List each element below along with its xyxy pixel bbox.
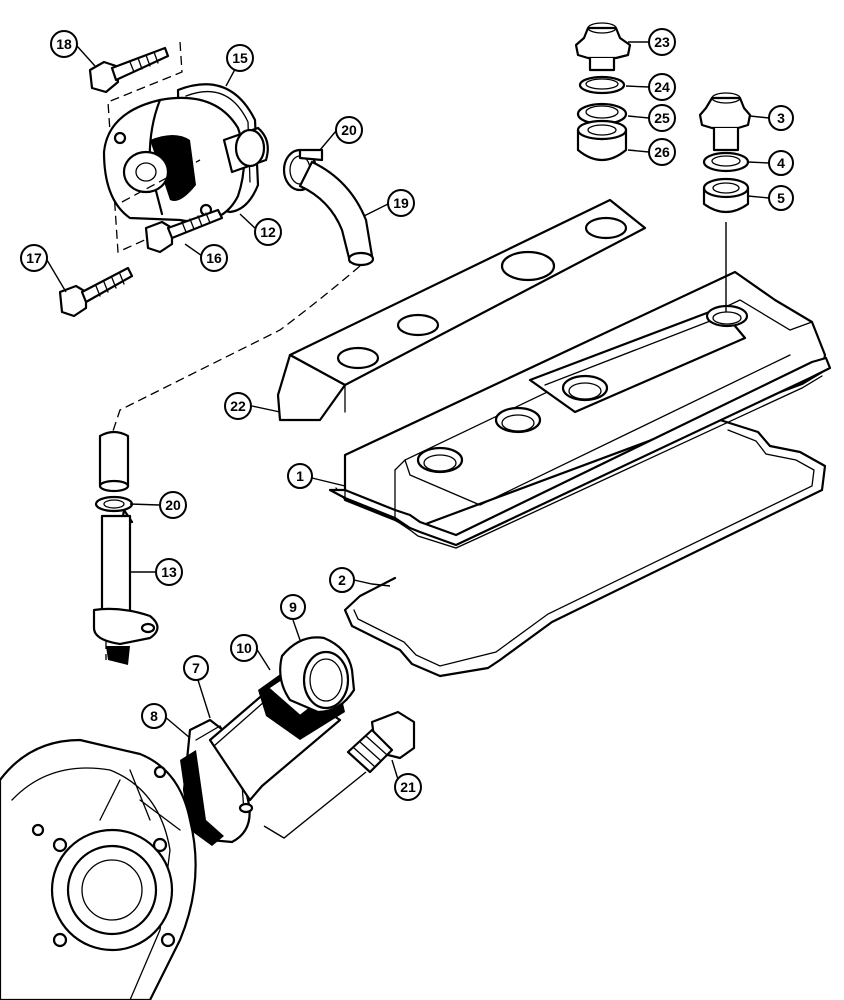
callout-22: 22 (224, 392, 252, 420)
callout-2: 2 (329, 567, 355, 593)
callout-25: 25 (648, 104, 676, 132)
svg-text:5: 5 (777, 190, 785, 206)
callout-12: 12 (254, 218, 282, 246)
bolt-17 (58, 266, 134, 318)
callout-5: 5 (768, 185, 794, 211)
callout-10: 10 (230, 634, 258, 662)
callout-13: 13 (155, 558, 183, 586)
bolt-16 (144, 208, 224, 254)
callout-15: 15 (226, 44, 254, 72)
callout-18: 18 (50, 30, 78, 58)
svg-text:8: 8 (150, 708, 158, 724)
svg-text:26: 26 (654, 144, 670, 160)
callout-9: 9 (280, 594, 306, 620)
callout-8: 8 (141, 703, 167, 729)
svg-text:15: 15 (232, 50, 248, 66)
svg-text:24: 24 (654, 79, 670, 95)
breather-tube (92, 514, 159, 665)
breather-hose-lower (98, 430, 130, 493)
rocker-cover-gasket (343, 418, 827, 678)
svg-text:18: 18 (56, 36, 72, 52)
callout-23: 23 (648, 28, 676, 56)
svg-text:10: 10 (236, 640, 252, 656)
callout-7: 7 (183, 655, 209, 681)
bolt-21 (263, 710, 416, 839)
breather-hose (109, 160, 375, 441)
callout-24: 24 (648, 73, 676, 101)
callout-20-upper: 20 (335, 116, 363, 144)
timing-housing (0, 738, 197, 1000)
svg-text:21: 21 (400, 779, 416, 795)
callout-4: 4 (768, 150, 794, 176)
bolt-18 (88, 46, 170, 94)
callout-21: 21 (394, 773, 422, 801)
callout-1: 1 (287, 463, 313, 489)
callout-19: 19 (387, 189, 415, 217)
svg-text:1: 1 (296, 468, 304, 484)
svg-text:4: 4 (777, 155, 785, 171)
oil-filler-tube (180, 636, 356, 846)
baffle-plate (276, 198, 647, 422)
svg-text:13: 13 (161, 564, 177, 580)
svg-text:9: 9 (289, 599, 297, 615)
stud-seal-stack-rear (574, 22, 632, 162)
svg-text:17: 17 (26, 250, 42, 266)
callout-26: 26 (648, 138, 676, 166)
callout-3: 3 (768, 105, 794, 131)
svg-text:25: 25 (654, 110, 670, 126)
svg-text:3: 3 (777, 110, 785, 126)
svg-text:20: 20 (341, 122, 357, 138)
svg-text:20: 20 (165, 497, 181, 513)
svg-text:16: 16 (206, 250, 222, 266)
stud-seal-stack-front (698, 92, 752, 312)
callout-20-lower: 20 (159, 491, 187, 519)
callout-16: 16 (200, 244, 228, 272)
callout-17: 17 (20, 244, 48, 272)
rocker-cover (328, 270, 832, 549)
svg-text:7: 7 (192, 660, 200, 676)
svg-text:19: 19 (393, 195, 409, 211)
breather-assembly (102, 41, 269, 253)
svg-text:23: 23 (654, 34, 670, 50)
svg-text:22: 22 (230, 398, 246, 414)
svg-text:2: 2 (338, 572, 346, 588)
svg-text:12: 12 (260, 224, 276, 240)
